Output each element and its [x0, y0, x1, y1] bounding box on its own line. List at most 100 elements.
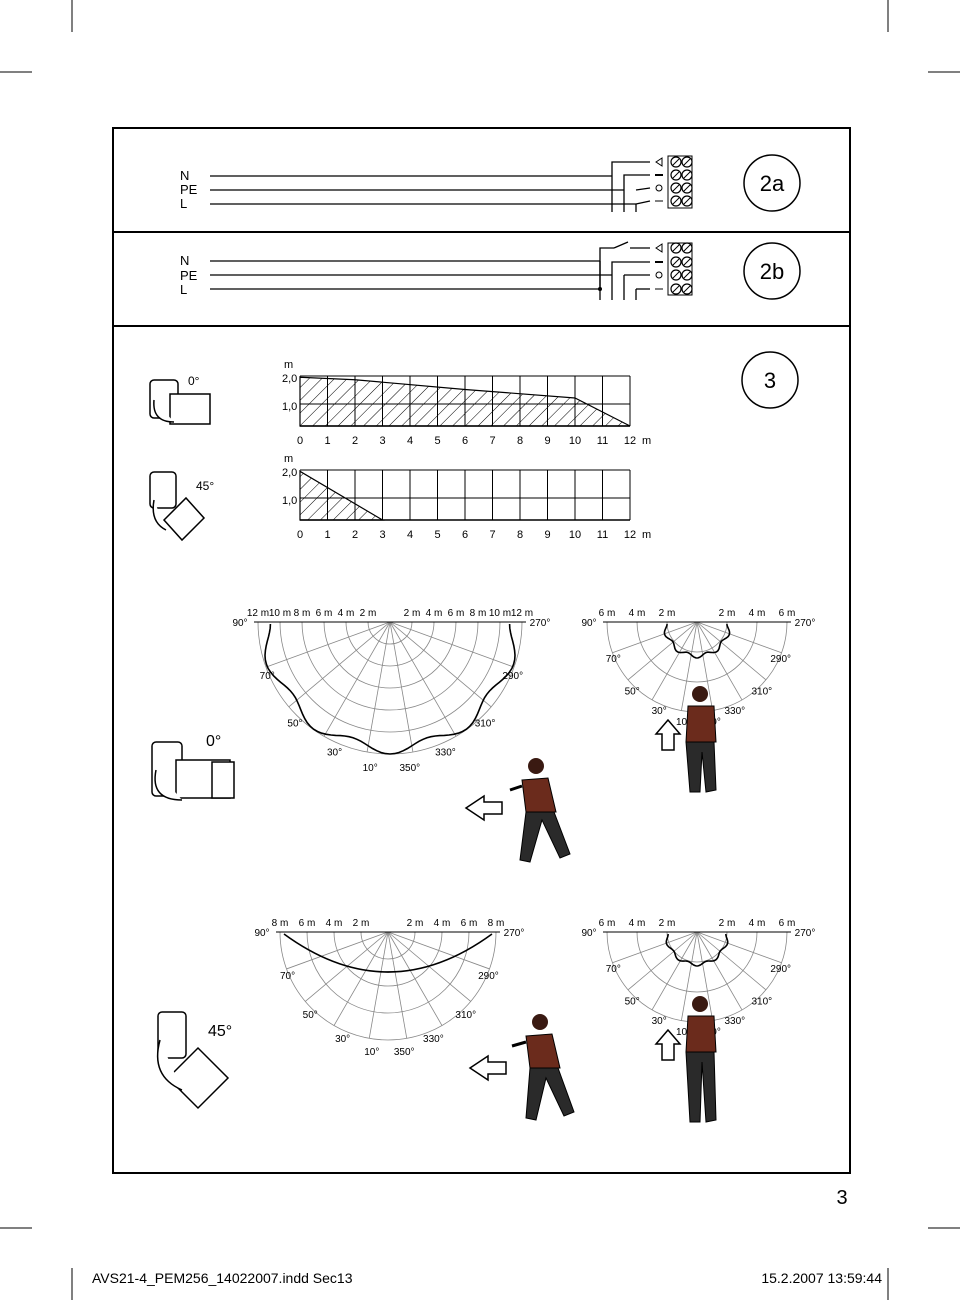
polar-ring: [367, 621, 413, 645]
badge-3: [741, 351, 799, 409]
detection-area: [299, 376, 631, 427]
distance-label: 4 m: [426, 608, 443, 619]
angle-label: 70°: [606, 654, 621, 665]
x-tick-label: 4: [407, 435, 413, 447]
angle-label: 10°: [363, 763, 378, 774]
x-tick-label: 7: [489, 435, 495, 447]
angle-label: 270°: [504, 928, 525, 939]
polar-ring: [666, 931, 728, 963]
x-tick-label: 10: [569, 435, 581, 447]
y-unit-label: m: [284, 453, 293, 465]
angle-label: 310°: [455, 1010, 476, 1021]
wiring-diagram-2a: N PE L: [180, 154, 801, 212]
angle-label: 30°: [652, 706, 667, 717]
x-tick-label: 7: [489, 529, 495, 541]
badge-2a: [743, 154, 801, 212]
angle-label: 50°: [625, 686, 640, 697]
angle-label-45: 45°: [196, 479, 214, 493]
polar-ray: [612, 621, 698, 654]
angle-label: 310°: [751, 686, 772, 697]
polar-ring: [279, 931, 497, 1041]
distance-label: 2 m: [659, 608, 676, 619]
distance-label: 12 m: [247, 608, 269, 619]
distance-label: 2 m: [719, 918, 736, 929]
polar-ray: [627, 931, 698, 991]
arrow-left-icon: [464, 794, 503, 822]
polar-ray: [627, 621, 698, 681]
angle-label: 30°: [335, 1034, 350, 1045]
distance-label: 6 m: [599, 608, 616, 619]
distance-label: 10 m: [489, 608, 511, 619]
distance-label: 6 m: [316, 608, 333, 619]
polar-ring: [345, 621, 435, 667]
distance-label: 2 m: [719, 608, 736, 619]
angle-label: 70°: [280, 971, 295, 982]
angle-label: 330°: [724, 706, 745, 717]
mount-angle-label-0: 0°: [206, 733, 221, 750]
mount-angle-label-45: 45°: [208, 1023, 232, 1040]
distance-label: 8 m: [488, 918, 505, 929]
angle-label: 10°: [364, 1047, 379, 1058]
wall-mount-icon-45: [156, 1011, 230, 1110]
angle-label: 350°: [394, 1047, 415, 1058]
angle-label: 10°: [676, 717, 691, 728]
distance-label: 2 m: [407, 918, 424, 929]
angle-label: 290°: [502, 671, 523, 682]
x-tick-label: 10: [569, 529, 581, 541]
polar-ray: [651, 621, 698, 701]
distance-label: 8 m: [294, 608, 311, 619]
angle-label: 30°: [327, 747, 342, 758]
distance-label: 2 m: [360, 608, 377, 619]
badge-2b-label: 2b: [760, 259, 784, 284]
distance-label: 2 m: [659, 918, 676, 929]
x-tick-label: 5: [434, 435, 440, 447]
wiring-diagram-2b: N PE L: [180, 241, 801, 300]
page-number: 3: [836, 1187, 847, 1209]
footer-timestamp: 15.2.2007 13:59:44: [761, 1270, 882, 1286]
x-tick-label: 12: [624, 435, 636, 447]
x-tick-label: 12: [624, 529, 636, 541]
x-tick-label: 6: [462, 435, 468, 447]
polar-ring: [636, 931, 758, 993]
polar-ray: [696, 931, 743, 1011]
x-tick-label: 9: [544, 435, 550, 447]
angle-label: 50°: [625, 996, 640, 1007]
polar-ring: [306, 931, 470, 1014]
distance-label: 2 m: [404, 608, 421, 619]
x-unit-label: m: [642, 529, 651, 541]
angle-label: 90°: [581, 928, 596, 939]
angle-label: 290°: [770, 964, 791, 975]
distance-label: 4 m: [629, 608, 646, 619]
x-tick-label: 5: [434, 529, 440, 541]
x-tick-label: 8: [517, 529, 523, 541]
x-tick-label: 11: [597, 435, 608, 447]
angle-label: 270°: [795, 928, 816, 939]
angle-label: 290°: [478, 971, 499, 982]
x-tick-label: 6: [462, 529, 468, 541]
angle-label: 90°: [581, 618, 596, 629]
distance-label: 6 m: [461, 918, 478, 929]
terminal-block-2b: [655, 242, 693, 296]
y-tick-label: 1,0: [282, 401, 297, 413]
polar-ray: [696, 931, 767, 991]
distance-label: 6 m: [599, 918, 616, 929]
polar-ring: [636, 621, 758, 683]
polar-ray: [651, 931, 698, 1011]
distance-label: 4 m: [434, 918, 451, 929]
angle-label: 350°: [399, 763, 420, 774]
angle-label: 310°: [475, 718, 496, 729]
x-tick-label: 3: [379, 435, 385, 447]
distance-label: 8 m: [272, 918, 289, 929]
svg-text:N: N: [180, 253, 189, 268]
x-tick-label: 3: [379, 529, 385, 541]
angle-label: 70°: [260, 671, 275, 682]
terminal-block-2a: [655, 155, 693, 209]
angle-label: 30°: [652, 1016, 667, 1027]
polar-ray: [696, 621, 782, 654]
detection-area: [299, 470, 385, 521]
angle-label: 290°: [770, 654, 791, 665]
polar-ray: [696, 621, 743, 701]
